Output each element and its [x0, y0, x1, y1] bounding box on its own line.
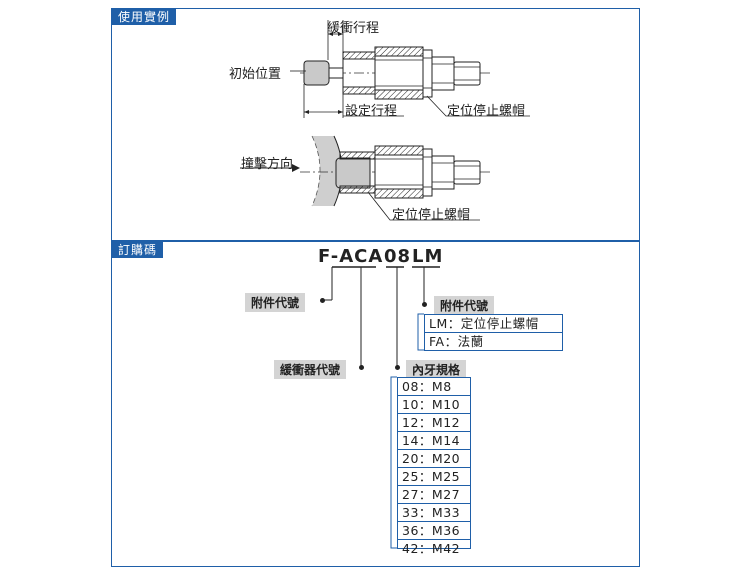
thread-box-title: 內牙規格 — [406, 360, 467, 379]
order-code-tag: 訂購碼 — [112, 242, 164, 258]
order-code-connectors — [323, 266, 440, 549]
model-code-label: 緩衝器代號 — [274, 360, 347, 379]
stop-nut-label-bottom: 定位停止螺帽 — [392, 208, 471, 223]
usage-example-tag: 使用實例 — [112, 9, 177, 25]
thread-option: 12：M12 — [398, 414, 470, 432]
accessory-option-fa: FA：法蘭 — [429, 334, 484, 349]
thread-option: 10：M10 — [398, 396, 470, 414]
set-stroke-label: 設定行程 — [345, 104, 398, 119]
accessory-left-dot — [320, 298, 325, 303]
thread-options-box: 08：M8 10：M10 12：M12 14：M14 20：M20 25：M25… — [397, 377, 471, 556]
thread-option: 36：M36 — [398, 522, 470, 540]
model-dot — [359, 365, 364, 370]
upper-shock-absorber-figure — [290, 20, 530, 118]
thread-option: 33：M33 — [398, 504, 470, 522]
accessory-dot — [422, 302, 427, 307]
accessory-option-lm: LM：定位停止螺帽 — [425, 315, 562, 333]
order-code-accessory: LM — [412, 246, 444, 267]
thread-option: 27：M27 — [398, 486, 470, 504]
order-code-prefix: F-ACA — [318, 246, 384, 267]
impact-direction-label: 撞擊方向 — [241, 157, 294, 172]
buffer-stroke-label: 緩衝行程 — [327, 21, 380, 36]
stop-nut-label-top: 定位停止螺帽 — [447, 104, 526, 119]
thread-option: 14：M14 — [398, 432, 470, 450]
usage-example-panel — [111, 8, 640, 241]
initial-position-label: 初始位置 — [229, 67, 282, 82]
thread-option: 20：M20 — [398, 450, 470, 468]
thread-dot — [395, 365, 400, 370]
order-code-panel — [111, 241, 640, 567]
thread-option: 25：M25 — [398, 468, 470, 486]
order-code-thread: 08 — [384, 246, 412, 267]
accessory-box-title: 附件代號 — [434, 296, 495, 315]
lower-shock-absorber-figure — [240, 135, 490, 221]
thread-option: 42：M42 — [402, 541, 461, 556]
thread-option: 08：M8 — [398, 378, 470, 396]
accessory-options-box: LM：定位停止螺帽 FA：法蘭 — [424, 314, 563, 351]
accessory-code-label-left: 附件代號 — [245, 293, 306, 312]
